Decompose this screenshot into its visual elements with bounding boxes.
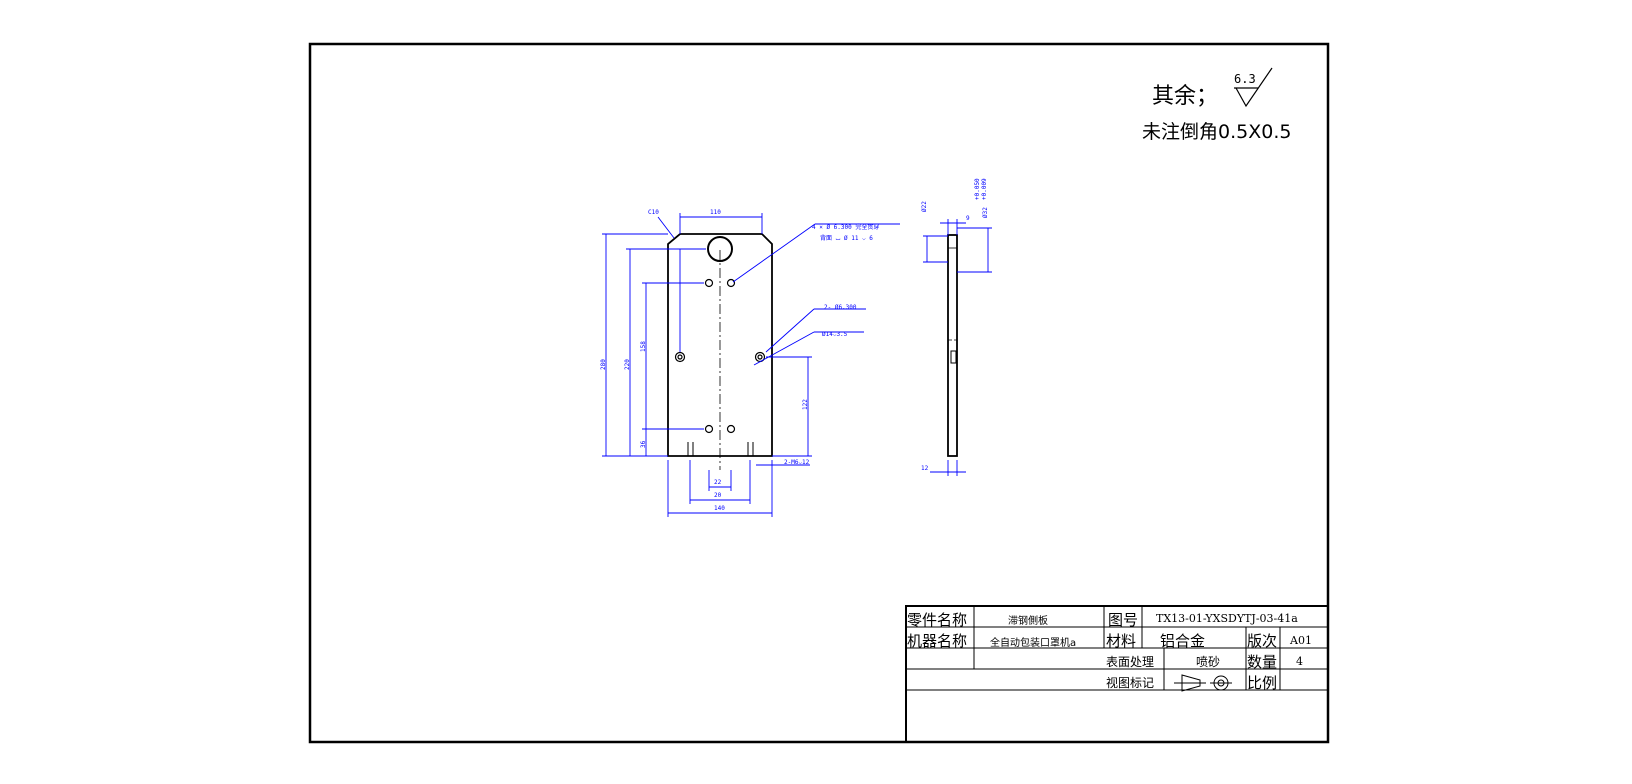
dim-height-3: 158 xyxy=(640,341,647,352)
side-plate xyxy=(947,234,958,457)
dim-bottom-width: 140 xyxy=(714,505,725,512)
large-hole xyxy=(707,236,733,262)
machine-label: 机器名称 xyxy=(907,632,968,650)
dim-top-width: 110 xyxy=(710,209,721,216)
dim-total-height: 280 xyxy=(600,359,607,370)
drawing-no-value: TX13-01-YXSDYTJ-03-41a xyxy=(1156,612,1298,625)
hole-callout-1: 4 × Ø 6.300 完全贯穿 xyxy=(812,223,879,231)
hole-callout-3: Ø14⌵3.5 xyxy=(822,331,848,338)
quantity-value: 4 xyxy=(1296,655,1303,668)
thread-note: 2-M6⌵12 xyxy=(784,459,810,466)
roughness-symbol-icon xyxy=(1234,67,1273,108)
sheet-border xyxy=(308,42,1330,744)
dim-height-2: 220 xyxy=(624,359,631,370)
version-value: A01 xyxy=(1290,634,1312,647)
hole-callout-2: 2- Ø6.300 xyxy=(824,304,857,311)
scale-label: 比例 xyxy=(1247,674,1278,692)
surface-label: 表面处理 xyxy=(1106,655,1155,669)
small-holes xyxy=(674,278,766,434)
quantity-label: 数量 xyxy=(1247,653,1278,671)
front-view: C10 110 4 × Ø 6.300 完全贯穿 背面 ⌴ Ø 11 ⌵ 6 2… xyxy=(600,209,900,517)
hole-callout-1b: 背面 ⌴ Ø 11 ⌵ 6 xyxy=(820,234,873,242)
side-tolerance-lower: +0.009 xyxy=(981,178,988,200)
material-label: 材料 xyxy=(1106,632,1137,650)
dim-right-height: 122 xyxy=(802,399,809,410)
side-dim-thickness: 12 xyxy=(921,465,929,472)
title-block xyxy=(905,605,1329,743)
view-mark-label: 视图标记 xyxy=(1106,676,1155,690)
roughness-value: 6.3 xyxy=(1234,72,1256,86)
projection-symbol-icon xyxy=(1174,674,1232,692)
part-name-value: 滞钢側板 xyxy=(1008,616,1048,627)
material-value: 铝合金 xyxy=(1160,632,1206,650)
side-dim-dia-1: Ø22 xyxy=(921,201,928,212)
side-dim-dia-2: Ø32 xyxy=(982,207,989,218)
side-view: Ø22 9 Ø32 +0.050 +0.009 12 xyxy=(921,178,992,476)
machine-value: 全自动包装口罩机a xyxy=(990,638,1077,649)
surface-note: 其余； xyxy=(1152,84,1219,109)
surface-value: 喷砂 xyxy=(1196,655,1221,669)
dim-height-4: 36 xyxy=(640,440,647,448)
chamfer-note: 未注倒角0.5X0.5 xyxy=(1142,121,1292,143)
version-label: 版次 xyxy=(1247,632,1278,650)
dim-bottom-1: 22 xyxy=(714,479,722,486)
dim-bottom-2: 20 xyxy=(714,492,722,499)
chamfer-label: C10 xyxy=(648,209,659,216)
drawing-no-label: 图号 xyxy=(1108,611,1139,629)
part-name-label: 零件名称 xyxy=(907,611,968,629)
side-dim-width: 9 xyxy=(966,215,970,222)
side-tolerance-upper: +0.050 xyxy=(974,178,981,200)
